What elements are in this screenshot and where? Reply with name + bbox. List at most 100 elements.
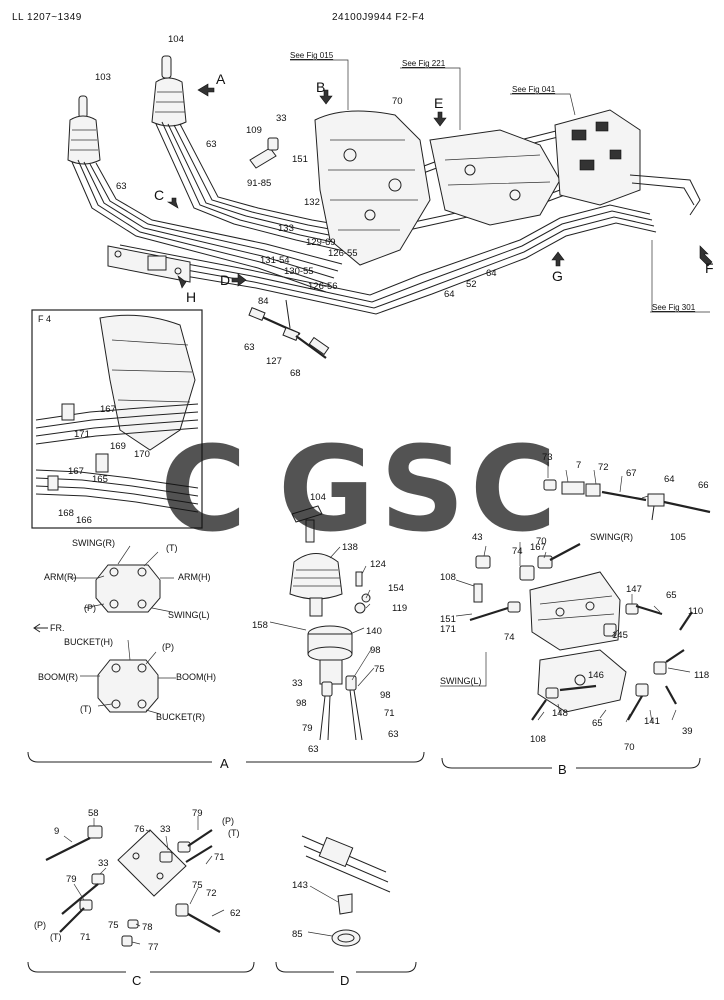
label-67: 67: [626, 468, 637, 479]
label-119: 119: [392, 603, 407, 614]
label-72-c: 72: [206, 888, 217, 899]
label-166: 166: [76, 515, 92, 526]
label-39: 39: [682, 726, 693, 737]
label-148: 148: [552, 708, 568, 719]
label-98-a: 98: [370, 645, 381, 656]
label-71-a: 71: [384, 708, 395, 719]
label-103: 103: [95, 72, 111, 83]
label-63-b: 63: [116, 181, 127, 192]
label-74-b: 74: [504, 632, 515, 643]
label-63-c: 63: [244, 342, 255, 353]
main-assembly: [67, 55, 713, 359]
label-70-c: 70: [624, 742, 635, 753]
label-7: 7: [576, 460, 581, 471]
label-171: 171: [74, 429, 90, 440]
view-letter-a: A: [216, 71, 226, 87]
label-140: 140: [366, 626, 382, 637]
label-63-d: 63: [388, 729, 399, 740]
pump-group: [554, 109, 701, 216]
reference-leaders: [290, 59, 710, 313]
label-74-a: 74: [512, 546, 523, 557]
fr-label: FR.: [50, 623, 65, 633]
label-151: 151: [292, 154, 308, 165]
view-letter-e: E: [434, 95, 443, 111]
label-126-55: 126-55: [328, 248, 358, 259]
label-124: 124: [370, 559, 386, 570]
ref-fig015: See Fig 015: [290, 51, 334, 60]
section-c-bracket: [27, 961, 255, 973]
label-65-a: 65: [666, 590, 677, 601]
fitting-109: [249, 137, 279, 169]
view-arrows: [166, 83, 713, 289]
section-b-diagram: [440, 462, 711, 723]
label-138: 138: [342, 542, 358, 553]
label-33-d: 33: [98, 858, 109, 869]
label-98-c: 98: [296, 698, 307, 709]
label-64-c: 64: [664, 474, 675, 485]
label-33: 33: [276, 113, 287, 124]
label-33-c: 33: [160, 824, 171, 835]
label-110: 110: [688, 606, 703, 617]
view-letter-h: H: [186, 289, 196, 305]
port-swing-l-a: SWING(L): [168, 610, 210, 620]
port-swing-l-b: SWING(L): [440, 676, 482, 686]
drawing-number: 24100J9944 F2-F4: [332, 12, 425, 23]
label-78: 78: [142, 922, 153, 933]
section-d-label: D: [340, 973, 349, 988]
label-70-b: 70: [536, 536, 547, 547]
joystick-left: [67, 95, 101, 165]
clamp-block: [147, 255, 167, 271]
label-132: 132: [304, 197, 320, 208]
inset-clamp: [95, 453, 109, 473]
port-p-b: (P): [162, 642, 174, 652]
label-75-c: 75: [192, 880, 203, 891]
label-131-54: 131-54: [260, 255, 290, 266]
label-104: 104: [168, 34, 184, 45]
label-91-85: 91-85: [247, 178, 271, 189]
label-167-c: 167: [530, 542, 546, 553]
label-75-a: 75: [374, 664, 385, 675]
label-146: 146: [588, 670, 604, 681]
port-t-b: (T): [80, 704, 92, 714]
label-143: 143: [292, 880, 308, 891]
port-boom-h: BOOM(H): [176, 672, 216, 682]
port-p-a: (P): [84, 603, 96, 613]
bracket-hole: [114, 250, 122, 258]
label-98-b: 98: [380, 690, 391, 701]
port-t-d: (T): [50, 932, 62, 942]
label-126-56: 126-56: [308, 281, 338, 292]
label-43: 43: [472, 532, 483, 543]
watermark: C G S C: [160, 420, 557, 558]
label-79-c: 79: [192, 808, 203, 819]
label-72-b: 72: [598, 462, 609, 473]
label-76: 76: [134, 824, 145, 835]
label-84: 84: [258, 296, 269, 307]
label-63-a: 63: [206, 139, 217, 150]
section-c-diagram: [45, 816, 225, 947]
label-79-d: 79: [66, 874, 77, 885]
label-71-d: 71: [80, 932, 91, 943]
section-a-label: A: [220, 756, 229, 771]
view-letter-g: G: [552, 268, 563, 284]
view-letter-f: F: [705, 260, 714, 276]
watermark-letter-2: G: [278, 420, 375, 558]
label-167-b: 167: [68, 466, 84, 477]
label-58: 58: [88, 808, 99, 819]
section-d-bracket: [275, 961, 417, 973]
view-letter-b: B: [316, 79, 325, 95]
view-letter-c: C: [154, 187, 164, 203]
ref-fig041: See Fig 041: [512, 85, 556, 94]
label-66: 66: [698, 480, 709, 491]
watermark-letter-3: S: [380, 420, 465, 558]
joystick-right: [151, 55, 187, 127]
label-145: 145: [612, 630, 628, 641]
label-147: 147: [626, 584, 642, 595]
label-133: 133: [278, 223, 294, 234]
label-169: 169: [110, 441, 126, 452]
label-108-b: 108: [530, 734, 546, 745]
label-141: 141: [644, 716, 660, 727]
label-64-b: 64: [444, 289, 455, 300]
inset-clamp: [47, 475, 59, 491]
control-valve-right: [429, 129, 561, 226]
bracket-hole: [174, 267, 182, 275]
